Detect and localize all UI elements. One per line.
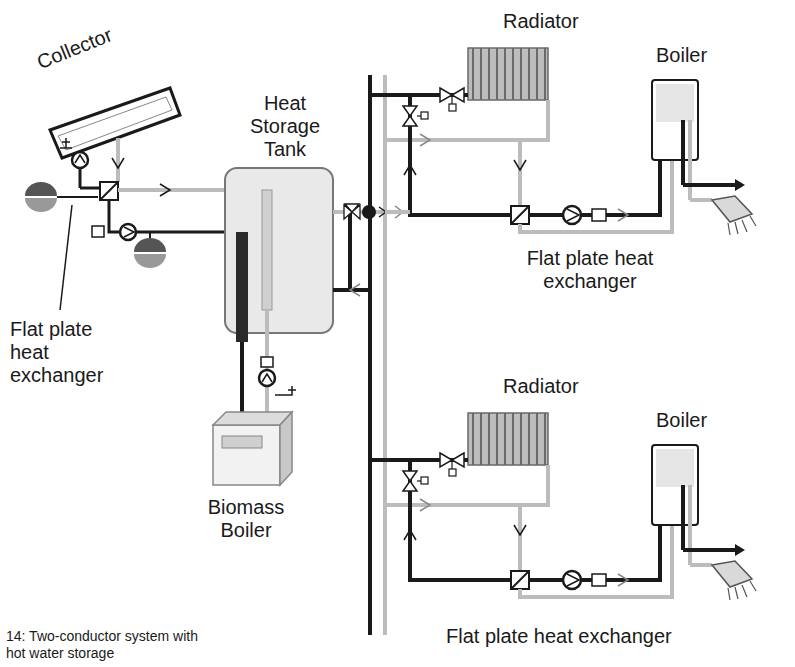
part-label: Flat plate heat exchanger [446, 625, 746, 648]
part-label: Collector [34, 15, 135, 74]
part-label: Radiator [503, 10, 593, 33]
part-label: Boiler [656, 409, 726, 432]
part-label: Radiator [503, 375, 593, 398]
part-label: Flat plate heat exchanger [510, 247, 670, 293]
part-label: Heat Storage Tank [240, 92, 330, 161]
part-label: Boiler [656, 44, 726, 67]
part-label: Biomass Boiler [196, 496, 296, 542]
part-label: Flat plate heat exchanger [10, 318, 100, 387]
figure-caption: 14: Two-conductor system with hot water … [6, 628, 221, 662]
